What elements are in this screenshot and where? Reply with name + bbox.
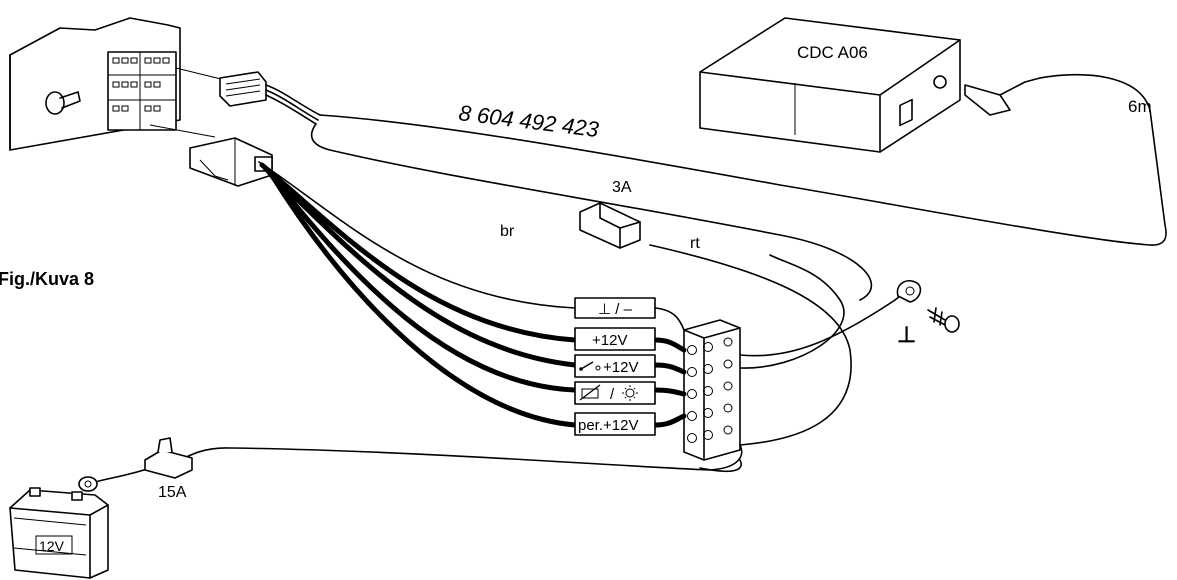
part-number: 8 604 492 423 — [457, 100, 600, 142]
cd-changer — [699, 17, 1041, 153]
terminal-label-permanent: per.+12V — [578, 417, 638, 434]
terminal-block — [649, 244, 896, 472]
terminal-label-ground: ⊥ / – — [598, 301, 633, 318]
ground-lug — [894, 280, 960, 333]
battery-fuse-label: 15A — [158, 484, 187, 501]
terminal-label-battery: +12V — [592, 332, 627, 349]
wire-color-right: rt — [690, 235, 700, 252]
dimmer-light-icon — [579, 384, 638, 401]
iso-connector — [219, 71, 321, 125]
power-wires — [258, 161, 578, 428]
terminal-labels — [574, 297, 656, 436]
battery — [9, 487, 109, 579]
radio-unit — [9, 17, 226, 151]
changer-name: CDC A06 — [797, 43, 868, 62]
inline-fuse-label: 3A — [612, 179, 632, 196]
inline-fuse — [579, 202, 641, 249]
mounting-bolt-icon — [45, 91, 81, 115]
ignition-switch-icon — [579, 361, 601, 371]
wire-color-left: br — [500, 223, 515, 240]
screw-icon — [927, 307, 960, 333]
battery-wire — [174, 444, 743, 471]
ground-symbol: ⊥ — [897, 322, 916, 347]
battery-voltage: 12V — [39, 538, 65, 554]
terminal-label-illumination: / — [610, 386, 615, 403]
changer-cable — [319, 73, 1167, 246]
battery-fuse — [144, 437, 193, 479]
battery-terminal-lug — [78, 476, 98, 492]
cable-length: 6m — [1128, 97, 1152, 116]
figure-caption: Fig./Kuva 8 — [0, 269, 94, 289]
terminal-label-ignition: +12V — [603, 359, 638, 376]
